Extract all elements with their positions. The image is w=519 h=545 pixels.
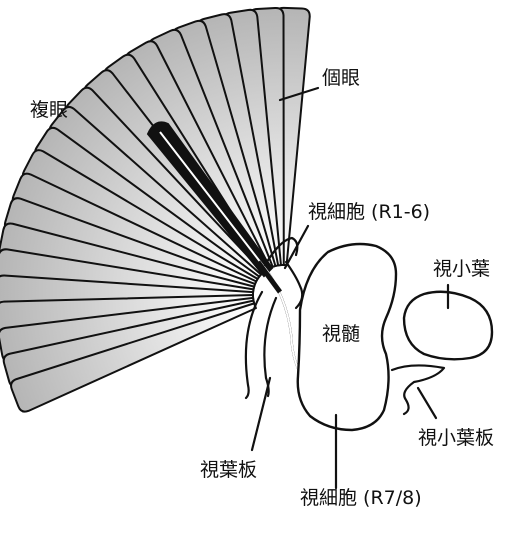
label-lobula: 視小葉 <box>433 258 490 280</box>
label-medulla: 視髄 <box>322 323 360 345</box>
label-lamina: 視葉板 <box>200 459 257 481</box>
label-compound-eye: 複眼 <box>30 99 68 121</box>
label-photoreceptor-r1-6: 視細胞 (R1-6) <box>308 201 430 223</box>
label-ommatidium: 個眼 <box>322 67 360 89</box>
label-photoreceptor-r7-8: 視細胞 (R7/8) <box>300 487 422 509</box>
lamina-top-2 <box>286 262 302 308</box>
label-lobula-plate: 視小葉板 <box>418 427 494 449</box>
leader-lobula-plate <box>418 388 436 418</box>
leader-lamina <box>252 378 270 450</box>
